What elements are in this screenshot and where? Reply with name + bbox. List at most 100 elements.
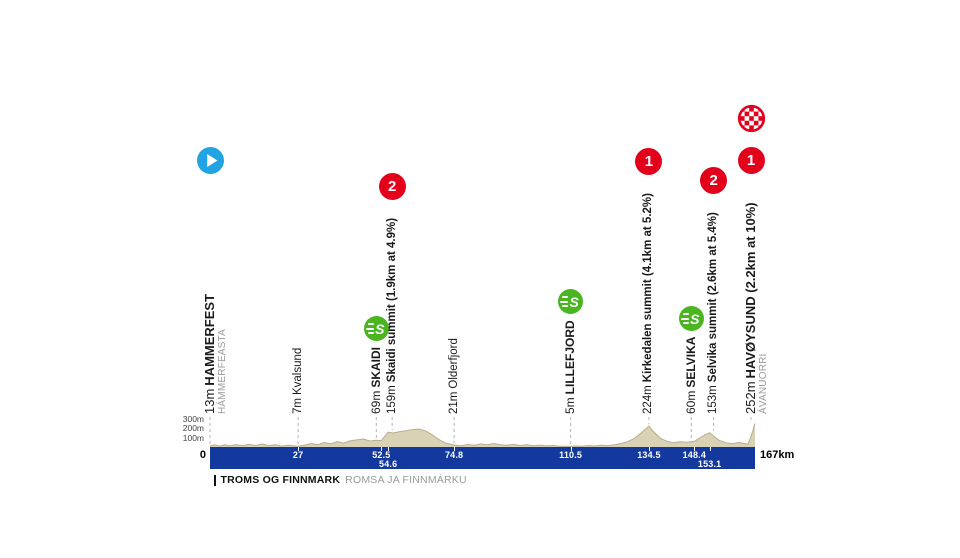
speed-line xyxy=(368,332,375,334)
waypoint-elevation: 5m xyxy=(563,397,578,414)
climb-cat2-badge: 2 xyxy=(700,167,728,194)
region-footer: TROMS OG FINNMARK ROMSA JA FINNMÁRKU xyxy=(214,474,467,486)
waypoint-main-label: 13m HAMMERFEST xyxy=(202,293,217,414)
km-marker: 74.8 xyxy=(444,450,464,460)
climb-category-number: 1 xyxy=(746,151,756,169)
climb-cat1-badge: 1 xyxy=(635,148,663,175)
waypoint-label: 7m Kvalsund xyxy=(292,348,305,414)
sprint-s-glyph: S xyxy=(690,310,700,327)
speed-lines-icon xyxy=(366,323,375,334)
waypoint-elevation: 7m xyxy=(291,398,304,414)
km-marker: 27 xyxy=(292,450,304,460)
km-marker: 52.5 xyxy=(372,450,391,460)
climb-cat2-badge: 2 xyxy=(378,173,406,200)
waypoint-elevation: 21m xyxy=(447,391,460,414)
km-tick xyxy=(694,447,696,451)
waypoint-elevation: 13m xyxy=(202,388,217,414)
km-start-label: 0 xyxy=(199,449,206,461)
waypoint-main-label: 21m Olderfjord xyxy=(448,338,461,414)
climb-cat1-badge: 1 xyxy=(737,146,765,174)
waypoint-main-label: 159m Skaidi summit (1.9km at 4.9%) xyxy=(386,218,399,414)
waypoint-name: Olderfjord xyxy=(447,338,460,389)
waypoint-main-label: 60m SELVIKA xyxy=(683,336,698,414)
waypoint-name: Kvalsund xyxy=(291,347,304,396)
climb-category-number: 2 xyxy=(709,172,718,189)
y-axis-tick: 100m xyxy=(182,432,204,443)
waypoint-label: 252m HAVØYSUND (2.2km at 10%)ÁVANUORRI xyxy=(743,202,770,414)
waypoint-label: 224m Kirkedalen summit (4.1km at 5.2%) xyxy=(642,193,655,414)
waypoint-name: SKAIDI xyxy=(368,346,383,388)
waypoint-main-label: 224m Kirkedalen summit (4.1km at 5.2%) xyxy=(642,193,655,414)
finish-flag-badge xyxy=(737,104,766,133)
waypoint-main-label: 5m LILLEFJORD xyxy=(563,320,578,414)
elevation-area xyxy=(210,423,755,447)
waypoint-label: 69m SKAIDI xyxy=(368,346,383,414)
waypoint-name: Skaidi summit (1.9km at 4.9%) xyxy=(385,217,398,383)
waypoint-elevation: 159m xyxy=(385,385,398,414)
speed-line xyxy=(683,313,690,315)
waypoint-name: HAVØYSUND (2.2km at 10%) xyxy=(743,202,758,379)
elevation-outline xyxy=(209,423,756,448)
waypoint-main-label: 153m Selvika summit (2.6km at 5.4%) xyxy=(707,212,720,414)
speed-line xyxy=(683,322,690,324)
waypoint-elevation: 153m xyxy=(707,385,720,414)
km-marker: 134.5 xyxy=(637,450,661,460)
play-triangle xyxy=(206,153,217,167)
climb-category-number: 1 xyxy=(644,153,654,170)
sprint-badge: S xyxy=(678,306,704,331)
waypoint-secondary-name: ÁVANUORRI xyxy=(758,353,769,414)
waypoint-name: Kirkedalen summit (4.1km at 5.2%) xyxy=(642,193,655,383)
y-axis-tick: 300m xyxy=(182,414,204,424)
waypoint-name: LILLEFJORD xyxy=(563,320,578,395)
km-tick xyxy=(570,447,572,451)
km-marker: 153.1 xyxy=(697,458,722,469)
sprint-s-glyph: S xyxy=(569,293,579,310)
sprint-badge: S xyxy=(363,316,389,341)
km-end-label: 167km xyxy=(760,449,795,461)
km-tick xyxy=(648,447,650,451)
region-name-secondary: ROMSA JA FINNMÁRKU xyxy=(345,474,467,486)
speed-line xyxy=(562,305,569,307)
speed-lines-icon xyxy=(560,296,569,307)
waypoint-main-label: 252m HAVØYSUND (2.2km at 10%) xyxy=(743,202,758,414)
speed-line xyxy=(681,317,690,320)
sprint-badge: S xyxy=(558,289,584,314)
waypoint-label: 21m Olderfjord xyxy=(448,338,461,414)
speed-line xyxy=(368,323,375,325)
y-axis-tick: 200m xyxy=(182,423,204,434)
waypoint-label: 60m SELVIKA xyxy=(683,336,698,414)
waypoint-elevation: 69m xyxy=(368,390,383,414)
waypoint-main-label: 7m Kvalsund xyxy=(292,348,305,414)
checkered-flag-icon xyxy=(737,104,765,132)
km-tick xyxy=(381,447,383,451)
km-marker: 148.4 xyxy=(682,450,707,460)
speed-lines-icon xyxy=(681,313,690,324)
sprint-s-glyph: S xyxy=(375,320,385,337)
waypoint-main-label: 69m SKAIDI xyxy=(368,346,383,414)
km-tick xyxy=(709,447,711,451)
speed-line xyxy=(366,327,375,330)
waypoint-name: HAMMERFEST xyxy=(202,293,217,386)
region-name-primary: TROMS OG FINNMARK xyxy=(220,474,341,486)
flag-ring xyxy=(737,104,765,132)
waypoint-label: 159m Skaidi summit (1.9km at 4.9%) xyxy=(386,218,399,414)
waypoint-elevation: 224m xyxy=(642,385,655,414)
km-tick xyxy=(454,447,456,451)
waypoint-label: 153m Selvika summit (2.6km at 5.4%) xyxy=(707,212,720,414)
km-marker: 54.6 xyxy=(379,458,398,469)
footer-divider xyxy=(214,474,216,486)
km-tick xyxy=(388,447,390,451)
waypoint-secondary-name: HÁMMERFEASTA xyxy=(217,329,228,414)
waypoint-name: Selvika summit (2.6km at 5.4%) xyxy=(707,212,720,383)
speed-line xyxy=(560,300,569,303)
waypoint-name: SELVIKA xyxy=(683,336,698,388)
speed-line xyxy=(562,296,569,298)
waypoint-elevation: 252m xyxy=(743,381,758,414)
waypoint-elevation: 60m xyxy=(683,390,698,414)
play-icon xyxy=(206,153,217,167)
route-distance-bar xyxy=(210,447,755,469)
km-marker: 110.5 xyxy=(559,450,583,460)
km-tick xyxy=(298,447,300,451)
